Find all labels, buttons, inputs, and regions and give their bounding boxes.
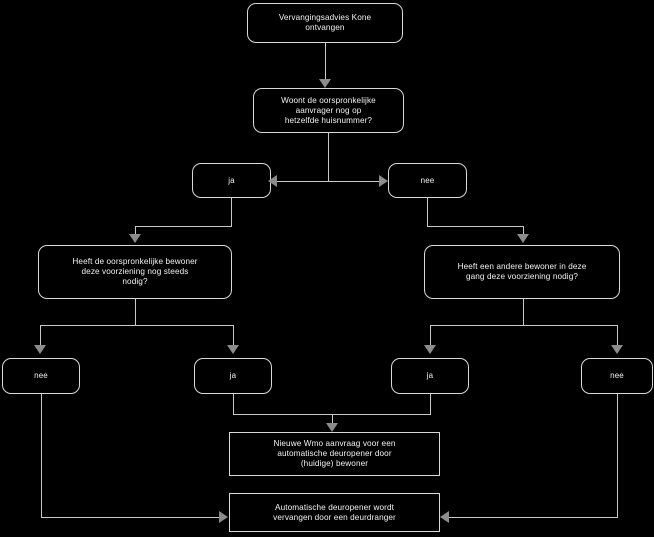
- arrow-right-nee-to-replace: [440, 511, 449, 523]
- edge-nee-down: [427, 198, 428, 226]
- node-answer-nee-top-label: nee: [420, 175, 435, 185]
- edge-left-ja-down: [233, 394, 234, 414]
- node-answer-ja-left-label: ja: [229, 371, 237, 381]
- node-answer-ja-right[interactable]: ja: [391, 358, 469, 394]
- edge-question-to-nee: [328, 181, 379, 182]
- arrow-left-question-to-ja: [227, 345, 239, 354]
- edge-right-ja-down: [430, 394, 431, 414]
- node-outcome-new-wmo-request[interactable]: Nieuwe Wmo aanvraag voor een automatisch…: [229, 432, 440, 476]
- edge-ja-drop: [135, 226, 136, 236]
- edge-nee-across: [427, 226, 523, 227]
- node-answer-nee-left-label: nee: [34, 371, 48, 381]
- edge-start-to-question: [325, 43, 326, 79]
- node-answer-nee-left[interactable]: nee: [2, 358, 80, 394]
- node-question-original-resident-label: Heeft de oorspronkelijke bewoner deze vo…: [72, 257, 198, 286]
- arrow-start-to-question: [319, 79, 331, 88]
- node-outcome-replace-with-closer-label: Automatische deuropener wordt vervangen …: [273, 502, 396, 522]
- edge-right-question-to-nee: [617, 325, 618, 346]
- arrow-ja-to-left-question: [129, 234, 141, 243]
- node-answer-ja-right-label: ja: [426, 371, 434, 381]
- edge-question-split-stem: [328, 133, 329, 181]
- edge-right-question-stem: [523, 299, 524, 325]
- node-outcome-new-wmo-request-label: Nieuwe Wmo aanvraag voor een automatisch…: [273, 439, 396, 468]
- node-question-other-resident[interactable]: Heeft een andere bewoner in deze gang de…: [424, 245, 620, 299]
- edge-right-nee-down: [617, 394, 618, 517]
- edge-left-question-bar: [40, 325, 234, 326]
- edge-ja-across: [135, 226, 232, 227]
- node-answer-nee-right-label: nee: [610, 371, 624, 381]
- arrow-right-question-to-ja: [424, 345, 436, 354]
- edge-left-question-stem: [135, 299, 136, 325]
- edge-nee-drop: [523, 226, 524, 236]
- arrow-left-question-to-nee: [34, 345, 46, 354]
- edge-ja-down: [231, 198, 232, 226]
- node-question-same-house[interactable]: Woont de oorspronkelijke aanvrager nog o…: [253, 88, 404, 133]
- edge-right-nee-across: [449, 517, 618, 518]
- edge-left-nee-down: [41, 394, 42, 517]
- node-answer-ja-top[interactable]: ja: [192, 163, 271, 198]
- edge-right-question-bar: [430, 325, 617, 326]
- node-question-other-resident-label: Heeft een andere bewoner in deze gang de…: [457, 262, 587, 281]
- arrow-nee-to-right-question: [517, 234, 529, 243]
- node-start-label: Vervangingsadvies Kone ontvangen: [278, 13, 372, 32]
- node-answer-nee-top[interactable]: nee: [388, 163, 467, 198]
- edge-right-question-to-ja: [430, 325, 431, 346]
- arrow-ja-merge-to-new-request: [326, 423, 338, 432]
- arrow-question-to-nee: [379, 175, 388, 187]
- node-question-original-resident[interactable]: Heeft de oorspronkelijke bewoner deze vo…: [38, 245, 232, 299]
- arrow-question-to-ja: [268, 175, 277, 187]
- edge-left-question-to-nee: [40, 325, 41, 346]
- node-answer-ja-left[interactable]: ja: [194, 358, 272, 394]
- node-answer-ja-top-label: ja: [228, 175, 235, 185]
- node-start[interactable]: Vervangingsadvies Kone ontvangen: [247, 3, 403, 43]
- edge-ja-merge-stem: [332, 414, 333, 426]
- edge-question-to-ja: [277, 181, 329, 182]
- edge-left-nee-across: [41, 517, 221, 518]
- node-answer-nee-right[interactable]: nee: [581, 358, 653, 394]
- node-outcome-replace-with-closer[interactable]: Automatische deuropener wordt vervangen …: [229, 493, 440, 532]
- node-question-same-house-label: Woont de oorspronkelijke aanvrager nog o…: [281, 95, 376, 125]
- arrow-left-nee-to-replace: [219, 511, 228, 523]
- arrow-right-question-to-nee: [611, 345, 623, 354]
- edge-left-question-to-ja: [233, 325, 234, 346]
